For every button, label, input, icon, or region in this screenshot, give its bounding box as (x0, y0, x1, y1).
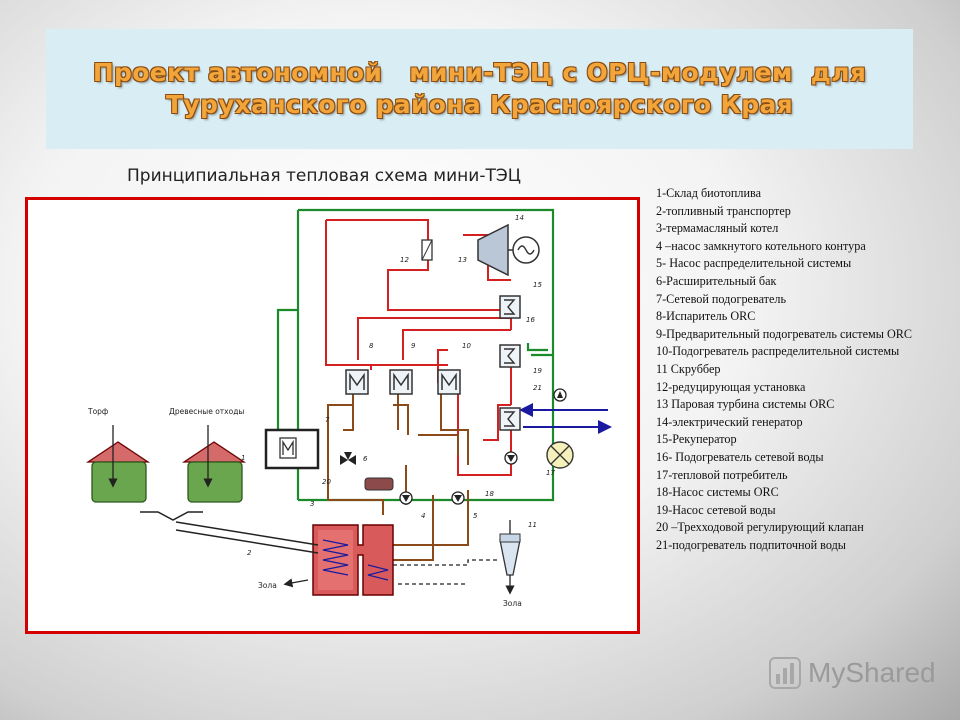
legend-item: 15-Рекуператор (656, 432, 737, 447)
legend-item: 3-термамасляный котел (656, 221, 779, 236)
network-heater (264, 428, 320, 470)
label-n10: 10 (462, 342, 471, 350)
scrubber (499, 520, 521, 595)
ash-label-right: Зола (503, 599, 522, 608)
orc-turbine (477, 223, 509, 277)
pump-triangles (402, 391, 563, 502)
diagram-subtitle: Принципиальная тепловая схема мини-ТЭЦ (127, 166, 521, 186)
thermal-oil-boiler (312, 524, 394, 596)
label-n4: 4 (421, 512, 425, 520)
wood-waste-label: Древесные отходы (169, 407, 244, 416)
makeup-water-lines (519, 403, 612, 434)
legend-item: 7-Сетевой подогреватель (656, 291, 787, 306)
title-banner: Проект автономной мини-ТЭЦ с ОРЦ-модулем… (46, 29, 913, 149)
label-n7: 7 (325, 416, 330, 424)
ash-label-left: Зола (258, 581, 277, 590)
heat-consumer (546, 441, 574, 469)
recuperator (499, 295, 521, 319)
three-way-valve (340, 452, 356, 465)
legend-item: 8-Испаритель ORC (656, 309, 756, 324)
legend-item: 11 Скруббер (656, 361, 721, 376)
label-n16: 16 (526, 316, 535, 324)
label-n15: 15 (533, 281, 542, 289)
label-n2: 2 (247, 549, 252, 557)
label-n6: 6 (363, 455, 368, 463)
title-line-1: Проект автономной мини-ТЭЦ с ОРЦ-модулем… (92, 58, 867, 87)
title-line-2: Туруханского района Красноярского Края (166, 90, 793, 119)
label-n18: 18 (485, 490, 494, 498)
legend-item: 16- Подогреватель сетевой воды (656, 449, 824, 464)
label-n14: 14 (515, 214, 524, 222)
label-n1: 1 (241, 454, 245, 462)
peat-label: Торф (87, 407, 108, 416)
legend-item: 5- Насос распределительной системы (656, 256, 852, 271)
legend-item: 1-Склад биотоплива (656, 186, 761, 200)
legend-item: 17-тепловой потребитель (656, 467, 788, 482)
label-n20: 20 (322, 478, 331, 486)
legend-item: 10-Подогреватель распределительной систе… (656, 344, 900, 359)
fuel-conveyor (140, 511, 319, 554)
label-n12: 12 (400, 256, 409, 264)
legend-item: 18-Насос системы ORC (656, 485, 779, 500)
biofuel-storage-peat (85, 425, 151, 503)
orc-preheater (389, 369, 413, 395)
label-n5: 5 (473, 512, 478, 520)
label-n3: 3 (310, 500, 314, 508)
label-n21: 21 (533, 384, 542, 392)
component-legend: 1-Склад биотоплива 2-топливный транспорт… (656, 185, 956, 554)
myshared-watermark: MyShared (768, 656, 936, 690)
makeup-water-heater (499, 407, 521, 431)
legend-item: 2-топливный транспортер (656, 203, 791, 218)
watermark-text: MyShared (808, 657, 936, 688)
label-n13: 13 (458, 256, 467, 264)
legend-item: 9-Предварительный подогреватель системы … (656, 326, 913, 341)
ash-arrow-left (283, 578, 309, 588)
label-n11: 11 (528, 521, 537, 529)
network-water-heater (499, 344, 521, 368)
legend-item: 4 –насос замкнутого котельного контура (656, 238, 866, 253)
expansion-tank (364, 477, 394, 491)
evaporator-orc (345, 369, 369, 395)
legend-item: 14-электрический генератор (656, 414, 803, 429)
legend-item: 19-Насос сетевой воды (656, 502, 776, 517)
generator-icon (512, 236, 540, 264)
distribution-heater (437, 369, 461, 395)
pump-icon (399, 388, 567, 505)
legend-item: 13 Паровая турбина системы ORC (656, 397, 835, 412)
legend-item: 6-Расширительный бак (656, 273, 777, 288)
label-n9: 9 (411, 342, 416, 350)
label-n19: 19 (533, 367, 542, 375)
myshared-logo-icon (769, 657, 801, 689)
thermal-oil-loop (327, 385, 469, 561)
scheme-svg: Торф Древесные отходы Зола Зола 1 2 3 4 … (85, 208, 612, 608)
legend-item: 20 –Трехходовой регулирующий клапан (656, 520, 864, 535)
legend-item: 12-редуцирующая установка (656, 379, 806, 394)
label-n8: 8 (369, 342, 374, 350)
label-n17: 17 (546, 469, 555, 477)
biofuel-storage-wood (181, 425, 247, 503)
reducing-unit (421, 239, 433, 261)
thermal-scheme-diagram: Торф Древесные отходы Зола Зола 1 2 3 4 … (25, 197, 640, 634)
legend-item: 21-подогреватель подпиточной воды (656, 537, 846, 552)
